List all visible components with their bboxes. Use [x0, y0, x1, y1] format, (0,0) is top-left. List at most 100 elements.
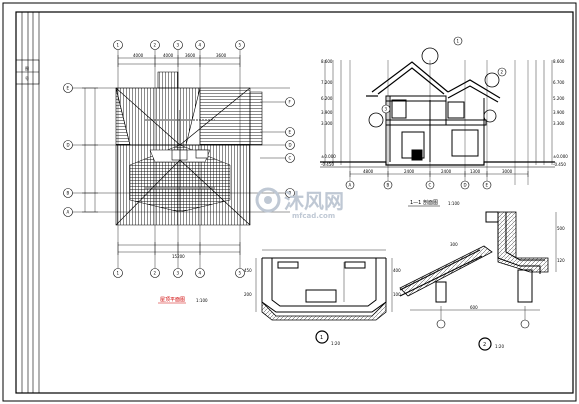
elev-right-3: 5.200 — [553, 96, 565, 101]
detail-2-slope — [399, 245, 493, 297]
border-text-1: 图 — [25, 65, 29, 71]
title-block-left: 图 号 — [15, 59, 40, 85]
watermark: 沐风网 mfcad.com — [255, 187, 344, 220]
section-callouts — [368, 47, 500, 128]
roof-plan: 4000 4000 3600 3600 15200 — [63, 40, 295, 304]
roof-axis-bottom-3: 3 — [177, 271, 180, 276]
roof-dim-top-2: 4000 — [163, 53, 174, 58]
elev-right-5: 3.300 — [553, 121, 565, 126]
detail-2-marker — [478, 337, 492, 351]
roof-axis-left-2: D — [67, 143, 70, 148]
elev-left-6: ±0.000 — [321, 154, 336, 159]
elev-left-7: -0.450 — [321, 162, 334, 167]
watermark-cn: 沐风网 — [284, 189, 344, 213]
roof-dims-left — [82, 87, 98, 213]
detail-1-scale: 1:20 — [331, 341, 340, 346]
elev-right-4: 3.900 — [553, 110, 565, 115]
roof-axis-bottom-1: 1 — [117, 271, 120, 276]
roof-axis-bottom-5: 5 — [239, 271, 242, 276]
detail-2-parapet — [497, 211, 549, 273]
section-axis-bottom — [345, 180, 492, 190]
section-axis-2: B — [387, 183, 390, 188]
detail-1-dim-3: 400 — [393, 268, 401, 273]
detail-1-dim-4: 100 — [393, 292, 401, 297]
section-dim-1: 4800 — [363, 169, 374, 174]
roof-axis-top-2: 2 — [154, 43, 157, 48]
roof-axis-top-4: 4 — [199, 43, 202, 48]
elev-left-4: 3.900 — [321, 110, 333, 115]
section-structure — [385, 95, 487, 162]
section-dims-bottom — [349, 171, 529, 177]
detail-1: 450 200 400 100 1 1:20 — [244, 249, 401, 346]
roof-axis-right-5: B — [289, 191, 292, 196]
detail-2-dim-1: 600 — [470, 305, 478, 310]
detail-1-marker — [315, 330, 329, 344]
section-axis-5: E — [486, 183, 489, 188]
roof-dim-top-4: 3600 — [216, 53, 227, 58]
roof-axis-right-1: F — [289, 100, 292, 105]
detail-2-scale: 1:20 — [495, 344, 504, 349]
roof-plan-title: 屋顶平面图 — [160, 297, 185, 303]
detail-2-dims — [410, 212, 557, 320]
roof-axis-right-3: D — [289, 143, 292, 148]
roof-axis-left — [63, 83, 73, 217]
detail-2-dim-2: 500 — [557, 226, 565, 231]
roof-dim-top-3: 3600 — [185, 53, 196, 58]
elev-right-2: 6.700 — [553, 80, 565, 85]
roof-axis-right-2: E — [289, 130, 292, 135]
section-dim-4: 1300 — [470, 169, 481, 174]
section-axis-4: D — [464, 183, 467, 188]
elev-left-5: 3.300 — [321, 121, 333, 126]
roof-ridges — [115, 87, 251, 226]
roof-axis-left-3: B — [67, 191, 70, 196]
detail-2-number: 2 — [483, 342, 486, 348]
detail-1-number: 1 — [320, 335, 323, 341]
border-text-2: 号 — [25, 75, 29, 81]
roof-slopes — [115, 71, 263, 226]
roof-dims-top — [117, 55, 241, 67]
section-callout-3: 3 — [385, 107, 388, 112]
roof-dims-bottom — [117, 242, 241, 255]
elev-right-1: 8.600 — [553, 59, 565, 64]
elev-left-2: 7.200 — [321, 80, 333, 85]
section-callout-2: 2 — [501, 70, 504, 75]
detail-2-dim-4: 300 — [450, 242, 458, 247]
section-axis-3: C — [429, 183, 432, 188]
section-dim-3: 2400 — [441, 169, 452, 174]
elev-left-1: 8.600 — [321, 59, 333, 64]
roof-plan-scale: 1:100 — [196, 298, 208, 303]
section-ground — [320, 161, 555, 168]
roof-axis-left-1: E — [67, 86, 70, 91]
roof-axis-right-4: C — [289, 156, 292, 161]
roof-axis-right — [285, 97, 295, 198]
section-elev-columns — [324, 60, 553, 165]
detail-1-dims — [255, 249, 393, 312]
detail-1-outline — [261, 257, 387, 313]
detail-1-dim-1: 450 — [244, 268, 252, 273]
section-dim-5: 3000 — [502, 169, 513, 174]
section-title: 1—1 剖面图 — [410, 199, 438, 206]
roof-axis-bottom — [113, 268, 245, 278]
section-grid — [349, 60, 529, 185]
roof-axis-bottom-2: 2 — [154, 271, 157, 276]
section-roof — [366, 61, 501, 103]
roof-axis-top-1: 1 — [117, 43, 120, 48]
watermark-en: mfcad.com — [292, 212, 335, 220]
section-axis-1: A — [349, 183, 352, 188]
detail-1-slab — [261, 301, 387, 321]
elev-left-3: 6.200 — [321, 96, 333, 101]
detail-2: 600 500 120 300 2 1:20 — [399, 211, 565, 351]
section-scale: 1:100 — [448, 201, 460, 206]
roof-axis-top-3: 3 — [177, 43, 180, 48]
section-dim-2: 2400 — [404, 169, 415, 174]
section-callout-tags — [381, 36, 507, 114]
detail-2-dim-3: 120 — [557, 258, 565, 263]
roof-axis-top-5: 5 — [239, 43, 242, 48]
section-callout-1: 1 — [457, 39, 460, 44]
roof-axis-top — [113, 40, 245, 50]
roof-dim-total: 15200 — [172, 254, 185, 259]
elev-right-7: -0.450 — [553, 162, 566, 167]
roof-axis-bottom-4: 4 — [199, 271, 202, 276]
